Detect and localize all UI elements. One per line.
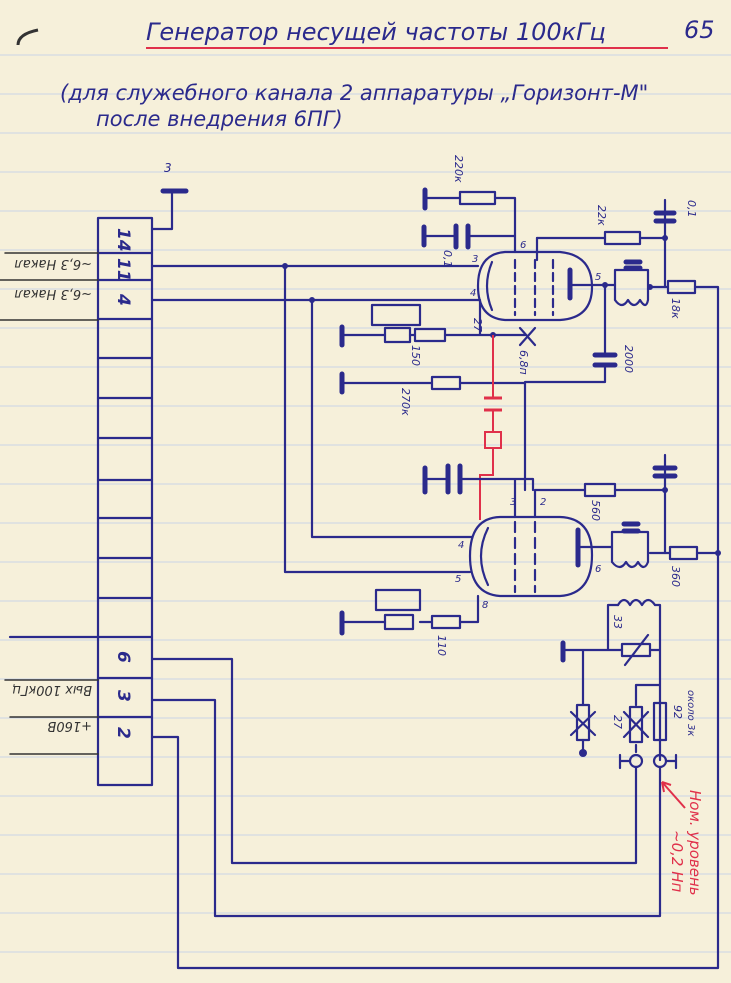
label-18k: 18к [669, 298, 682, 319]
resistor-270k [430, 375, 462, 391]
subtitle-line1: (для служебного канала 2 аппаратуры „Гор… [60, 81, 648, 105]
paper-rules [0, 54, 731, 953]
lc-tank-lower [610, 530, 650, 569]
pin-4-label: 4 [113, 293, 133, 306]
trimmer-lower [383, 613, 415, 631]
lc-tank-upper [613, 268, 650, 307]
output-wire-pin3 [150, 698, 662, 918]
label-360: 360 [669, 566, 682, 587]
heater-label-pin4: ~6,3 Накал [14, 286, 92, 301]
output-label-pin3: Вых 100кГц [12, 682, 92, 697]
label-150: 150 [409, 345, 422, 366]
output-wire-pin6 [150, 657, 638, 865]
label-c27: 27 [611, 715, 624, 729]
element-x-left [575, 703, 591, 742]
lower-tube-pin-3: 3 [510, 497, 516, 508]
binding-mark [16, 28, 39, 46]
trimmer-27-box [370, 303, 422, 327]
label-22k: 22к [595, 205, 608, 226]
label-6-8p: 6,8п [517, 350, 530, 375]
ground-wire [150, 190, 174, 231]
label-about-3k: около 3к [685, 690, 696, 736]
variable-capacitor-27 [628, 705, 644, 744]
trimmer-capacitor-27 [383, 326, 412, 344]
pin-2-label: 2 [113, 727, 133, 739]
resistor-220k [458, 190, 497, 206]
upper-tube-pin-4: 4 [470, 288, 476, 299]
lower-tube-pin-6: 6 [595, 564, 601, 575]
subtitle-line2: после внедрения 6ПГ) [96, 107, 343, 131]
upper-tube-pin-5: 5 [595, 272, 601, 283]
output-wire-upper [150, 283, 720, 970]
page-number: 65 [684, 16, 715, 44]
label-2000: 2000 [622, 345, 635, 373]
ground-label: 3 [164, 161, 172, 175]
variable-resistor-33 [620, 642, 652, 658]
label-27: 27 [471, 318, 484, 332]
pin-6-label: 6 [113, 651, 133, 663]
resistor-110 [430, 614, 462, 630]
label-270k: 270к [399, 388, 412, 416]
lower-tube-pin-2: 2 [540, 497, 546, 508]
label-560: 560 [589, 500, 602, 521]
lower-tube-pin-4: 4 [458, 540, 464, 551]
crystal-wire [479, 335, 494, 520]
grid-top-wire [423, 196, 517, 254]
label-0-1-right: 0,1 [685, 200, 698, 218]
resistor-560 [583, 482, 617, 498]
trimmer-6-8p [518, 326, 537, 347]
heater-wire-lower-5 [283, 264, 472, 574]
resistor-22k [603, 230, 642, 246]
pin-14-label: 14 [113, 228, 133, 252]
pin-11-label: 11 [113, 258, 133, 282]
page-title: Генератор несущей частоты 100кГц [146, 18, 606, 46]
resistor-92 [652, 701, 668, 742]
upper-tube-pin-6: 6 [520, 240, 526, 251]
heater-wire-lower-4 [310, 298, 474, 539]
label-92: 92 [671, 705, 684, 719]
resistor-18k [666, 279, 697, 295]
level-arrow [661, 781, 686, 809]
connector-block [0, 216, 154, 787]
label-110: 110 [435, 635, 448, 656]
label-220k: 220к [452, 155, 465, 183]
heater-label-pin11: ~6,3 Накал [14, 256, 92, 271]
label-0-1-left: 0,1 [441, 250, 454, 268]
lower-tube [468, 515, 594, 598]
inductor-output [616, 598, 657, 607]
upper-tube-pin-3: 3 [472, 254, 478, 265]
pin-3-label: 3 [113, 690, 133, 702]
resistor-360 [668, 545, 699, 561]
lower-tube-pin-8: 8 [482, 600, 488, 611]
supply-label-pin2: +160В [47, 718, 92, 733]
quartz-crystal [484, 396, 502, 449]
label-33: 33 [611, 615, 624, 629]
trimmer-lower-box [374, 588, 422, 612]
level-note-label: Ном. уровень [686, 790, 704, 896]
lower-tube-pin-5: 5 [455, 574, 461, 585]
level-note-value: ~0,2 Нп [668, 830, 686, 892]
resistor-150 [413, 327, 447, 343]
